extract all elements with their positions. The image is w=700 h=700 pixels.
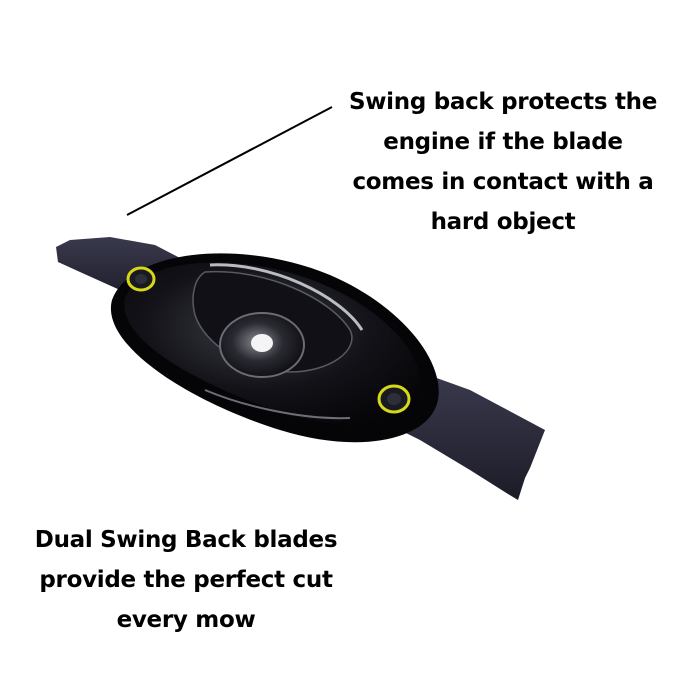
callout-leader-line xyxy=(126,106,333,216)
caption-line: comes in contact with a xyxy=(352,169,654,195)
caption-line: provide the perfect cut xyxy=(39,567,333,593)
right-swing-rivet-center xyxy=(387,393,401,405)
caption-line: every mow xyxy=(116,607,256,633)
housing-rim-highlight-lower xyxy=(204,389,351,420)
housing-rim-highlight xyxy=(209,263,364,331)
center-hub-bolt xyxy=(251,334,273,352)
caption-line: engine if the blade xyxy=(383,129,623,155)
caption-line: hard object xyxy=(430,209,576,235)
dual-blades-caption: Dual Swing Back blades provide the perfe… xyxy=(4,520,368,640)
swing-back-caption: Swing back protects the engine if the bl… xyxy=(318,82,688,242)
caption-line: Swing back protects the xyxy=(348,89,658,115)
left-swing-rivet-center xyxy=(135,274,147,284)
caption-line: Dual Swing Back blades xyxy=(34,527,338,553)
